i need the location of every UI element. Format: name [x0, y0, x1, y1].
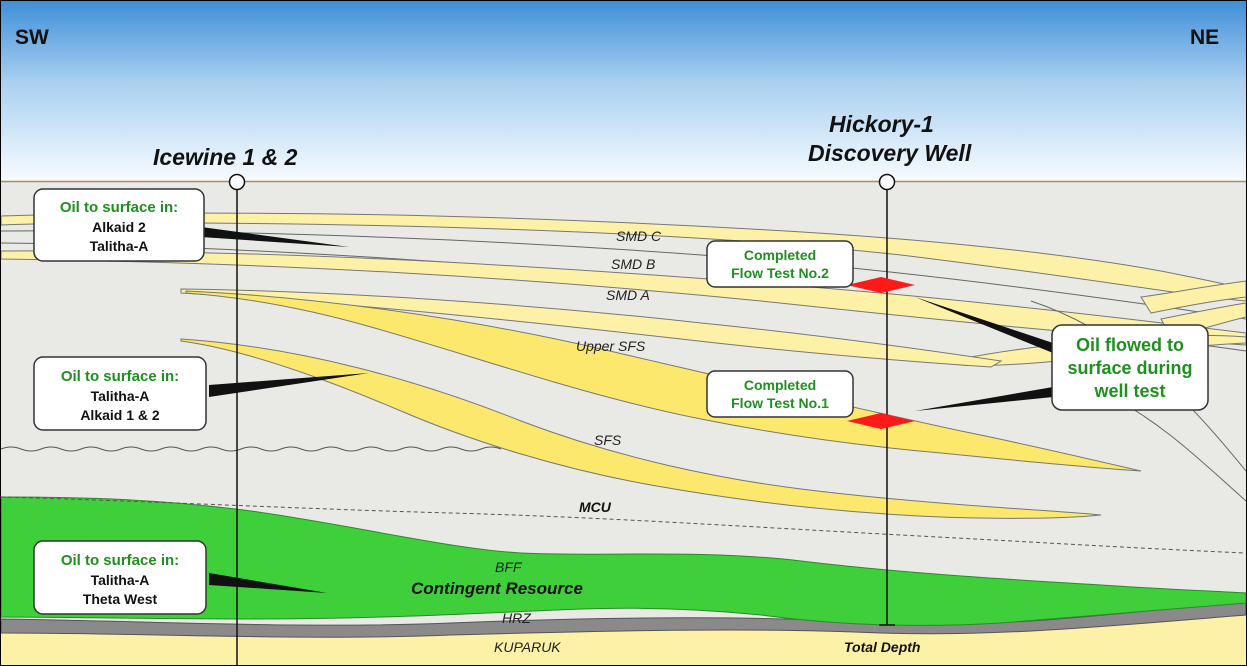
hickory-wellhead-icon	[878, 173, 896, 191]
callout-pointer	[201, 227, 349, 247]
callout-line: Completed	[744, 247, 816, 263]
sfs-label: SFS	[594, 432, 622, 448]
callout-pointer	[209, 373, 369, 397]
contingent-resource-label: Contingent Resource	[411, 579, 583, 598]
sw-label: SW	[15, 26, 49, 49]
callout-heading: Oil to surface in:	[61, 368, 179, 385]
callout-line: Oil flowed to	[1076, 335, 1184, 355]
callout-line: Talitha-A	[90, 238, 149, 254]
ne-label: NE	[1190, 26, 1219, 49]
callout-pointer	[915, 297, 1053, 353]
smd-a-unit	[180, 288, 1003, 368]
callout-bottom-left: Oil to surface in: Talitha-A Theta West	[33, 540, 207, 615]
callout-heading: Oil to surface in:	[61, 552, 179, 569]
flow-test-2-marker-icon	[847, 277, 915, 293]
callout-line: Alkaid 2	[92, 219, 146, 235]
hrz-unit	[1, 600, 1246, 638]
smd-c-label: SMD C	[616, 228, 662, 244]
bff-label: BFF	[495, 559, 523, 575]
callout-oil-flowed: Oil flowed to surface during well test	[1051, 324, 1209, 411]
hickory-well-title-line2: Discovery Well	[808, 140, 972, 166]
callout-line: Alkaid 1 & 2	[80, 407, 160, 423]
callout-line: Talitha-A	[91, 572, 150, 588]
upper-sfs-unit	[185, 290, 1142, 472]
kuparuk-label: KUPARUK	[494, 639, 561, 655]
callout-pointer	[915, 387, 1053, 411]
callout-mid-left: Oil to surface in: Talitha-A Alkaid 1 & …	[33, 356, 207, 431]
callout-line: Theta West	[83, 591, 158, 607]
callout-top-left: Oil to surface in: Alkaid 2 Talitha-A	[33, 188, 205, 262]
mcu-line	[1, 496, 1246, 554]
upper-sfs-label: Upper SFS	[576, 338, 646, 354]
smd-a-label: SMD A	[606, 287, 650, 303]
callout-flow-test-2: Completed Flow Test No.2	[706, 240, 854, 288]
hrz-label: HRZ	[502, 610, 531, 626]
mcu-label: MCU	[579, 499, 612, 515]
callout-line: Completed	[744, 377, 816, 393]
callout-line: Talitha-A	[91, 388, 150, 404]
total-depth-label: Total Depth	[844, 639, 920, 655]
callout-line: Flow Test No.1	[731, 395, 829, 411]
callout-line: Flow Test No.2	[731, 265, 829, 281]
callout-line: surface during	[1067, 358, 1192, 378]
callout-pointer	[209, 573, 327, 593]
callout-heading: Oil to surface in:	[60, 199, 178, 216]
sand-finger	[1140, 280, 1246, 314]
callout-flow-test-1: Completed Flow Test No.1	[706, 370, 854, 418]
unconformity-line-upper	[1, 446, 502, 452]
callout-line: well test	[1093, 381, 1165, 401]
flow-test-1-marker-icon	[847, 413, 915, 429]
sky-background	[1, 1, 1246, 181]
hickory-well-title-line1: Hickory-1	[829, 111, 934, 137]
sfs-unit	[180, 338, 1102, 519]
icewine-well-title: Icewine 1 & 2	[153, 144, 298, 170]
bff-green-unit	[1, 496, 1246, 626]
icewine-wellhead-icon	[228, 173, 246, 191]
smd-b-label: SMD B	[611, 256, 655, 272]
